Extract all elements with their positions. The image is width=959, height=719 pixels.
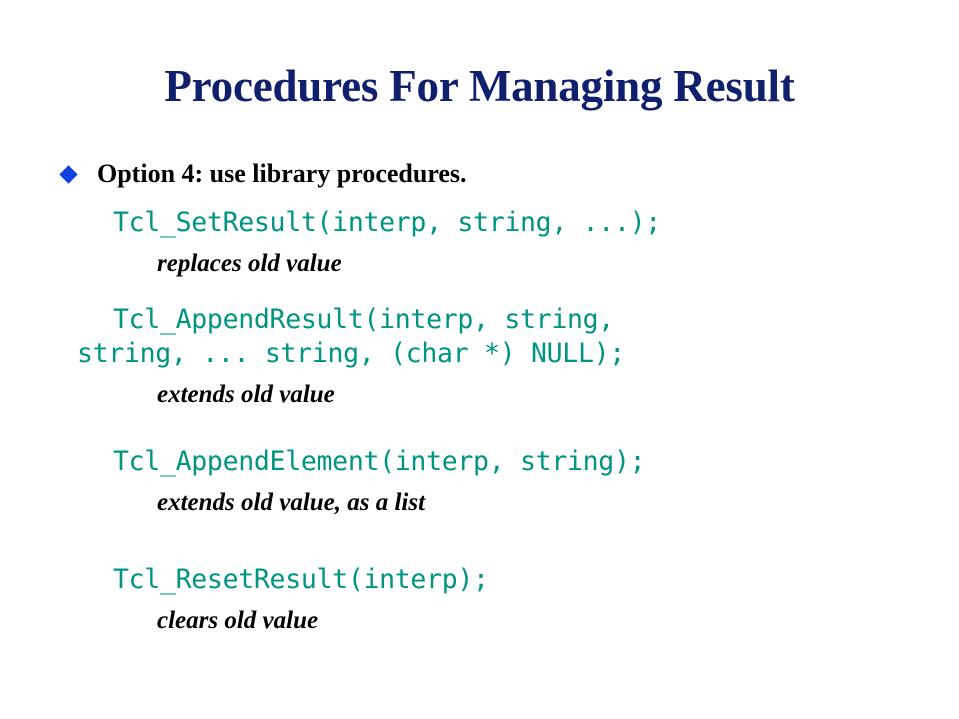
spacer bbox=[0, 597, 959, 606]
bullet-row: Option 4: use library procedures. bbox=[0, 158, 959, 192]
description-text: replaces old value bbox=[157, 250, 342, 277]
spacer bbox=[0, 240, 959, 249]
spacer bbox=[0, 479, 959, 488]
description-text: extends old value bbox=[157, 381, 335, 408]
procedure-entry: Tcl_AppendResult(interp, string, string,… bbox=[0, 303, 959, 410]
code-line: Tcl_SetResult(interp, string, ...); bbox=[113, 207, 661, 238]
code-line: Tcl_ResetResult(interp); bbox=[113, 564, 489, 595]
code-line: Tcl_AppendResult(interp, string, bbox=[113, 304, 614, 335]
diamond-bullet-icon bbox=[59, 165, 78, 184]
code-line: Tcl_AppendElement(interp, string); bbox=[113, 446, 646, 477]
bullet-text: Option 4: use library procedures. bbox=[97, 159, 467, 188]
description-text: clears old value bbox=[157, 607, 319, 634]
spacer bbox=[0, 371, 959, 380]
procedure-entry: Tcl_SetResult(interp, string, ...); repl… bbox=[0, 206, 959, 279]
description-text: extends old value, as a list bbox=[157, 489, 426, 516]
slide-body: Option 4: use library procedures. Tcl_Se… bbox=[0, 158, 959, 634]
code-line-continuation: string, ... string, (char *) NULL); bbox=[77, 338, 625, 369]
page-title: Procedures For Managing Result bbox=[164, 61, 795, 111]
procedure-entry: Tcl_ResetResult(interp); clears old valu… bbox=[0, 563, 959, 636]
procedure-entry: Tcl_AppendElement(interp, string); exten… bbox=[0, 445, 959, 518]
